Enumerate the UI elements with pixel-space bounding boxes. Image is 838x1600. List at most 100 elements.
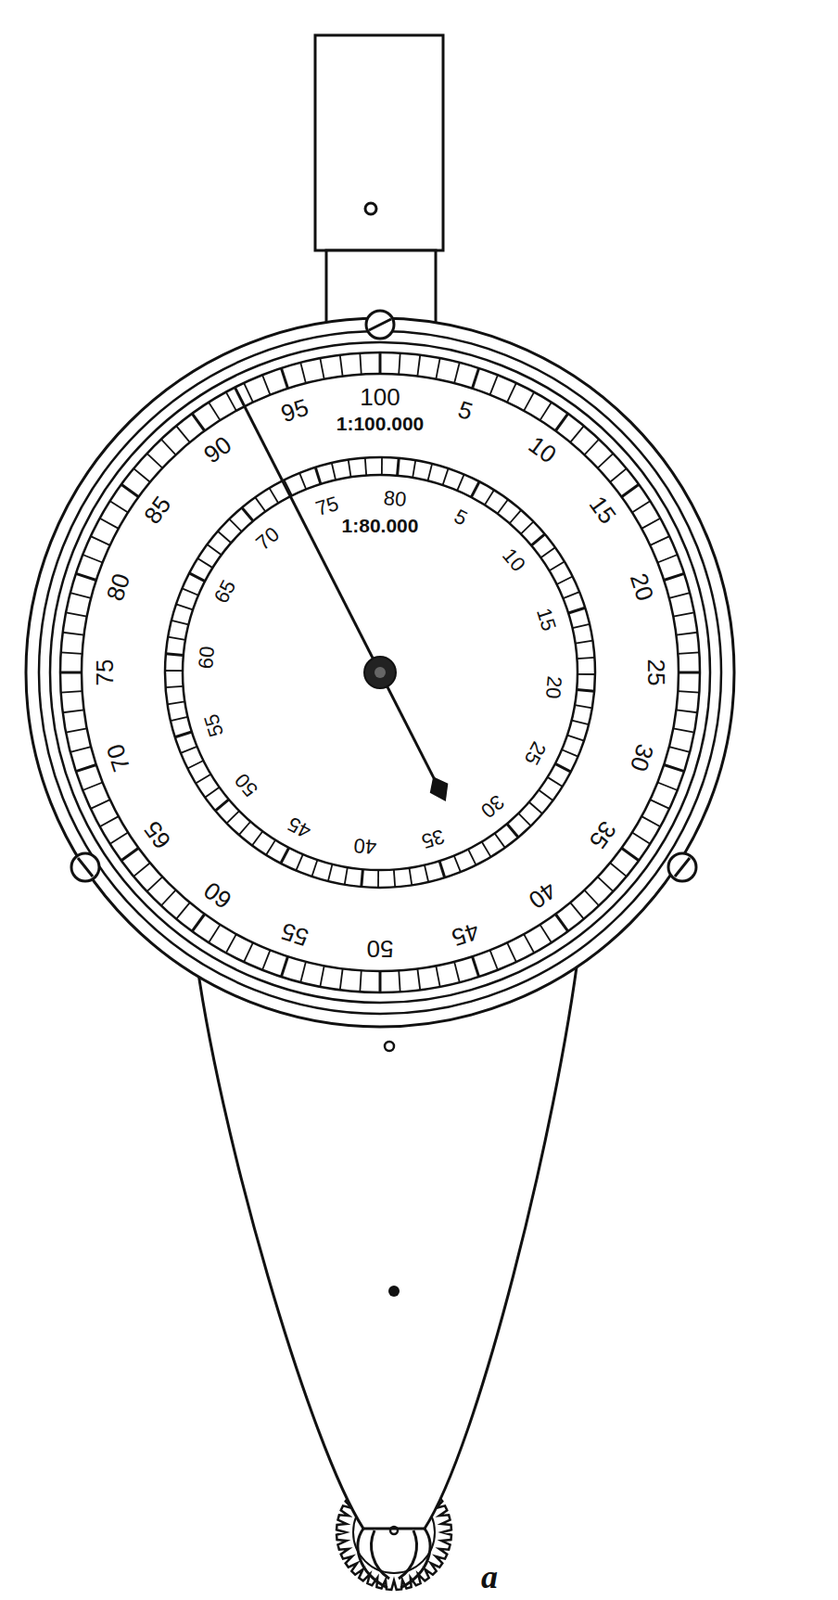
scale-tick	[61, 690, 83, 692]
scale-tick	[228, 519, 242, 533]
handle-body	[194, 945, 580, 1528]
scale-tick	[380, 457, 383, 475]
scale-tick	[439, 860, 445, 877]
scale-tick	[417, 355, 420, 377]
scale-tick	[176, 901, 191, 919]
scale-number: 5	[454, 394, 476, 427]
scale-number: 35	[583, 814, 623, 854]
scale-tick	[217, 531, 231, 543]
hub-cap	[374, 666, 386, 678]
scale-tick	[428, 463, 433, 481]
scale-number: 35	[418, 823, 447, 853]
scale-tick	[531, 533, 546, 546]
scale-tick	[472, 368, 480, 389]
scale-tick	[175, 731, 192, 737]
scale-tick	[470, 481, 480, 497]
scale-number: 100	[359, 382, 400, 412]
scale-tick	[484, 489, 495, 505]
scale-tick	[632, 500, 650, 512]
screw	[71, 852, 100, 881]
scale-number: 10	[522, 430, 562, 470]
scale-ticks	[60, 352, 700, 992]
scale-tick	[319, 964, 324, 987]
scale-tick	[555, 762, 572, 772]
scale-tick	[167, 636, 186, 640]
screw	[668, 852, 697, 881]
scale-tick	[575, 640, 594, 644]
scale-tick	[90, 535, 111, 546]
scale-tick	[176, 425, 191, 443]
scale-ring	[165, 457, 596, 888]
scale-tick	[191, 413, 205, 432]
needle-hub	[364, 656, 396, 688]
scale-number: 20	[623, 570, 660, 605]
scale-tick	[379, 970, 382, 992]
scale-number: 65	[209, 575, 242, 608]
scale-tick	[576, 657, 595, 659]
scale-tick	[435, 964, 440, 987]
scale-tick	[361, 868, 364, 887]
scale-tick	[663, 764, 685, 772]
scale-tick	[197, 558, 213, 568]
scale-tick	[490, 949, 498, 969]
part-letter: a	[481, 1556, 498, 1596]
scale-tick	[181, 587, 198, 595]
scale-tick	[523, 933, 534, 953]
scale-tick	[70, 746, 91, 752]
scale-tick	[208, 924, 220, 942]
scale-tick	[572, 623, 591, 628]
scale-tick	[269, 487, 280, 503]
scale-tick	[408, 867, 412, 886]
hanging-tab	[315, 35, 444, 251]
scale-tick	[226, 933, 237, 953]
scale-number: 15	[583, 491, 623, 531]
scale-tick	[147, 876, 164, 891]
scale-ratio: 1:80.000	[342, 514, 419, 537]
scale-tick	[176, 603, 193, 610]
scale-tick	[571, 720, 589, 725]
scale-tick	[365, 457, 367, 476]
scale-tick	[609, 468, 627, 483]
scale-tick	[252, 830, 263, 845]
needle-line	[234, 387, 436, 782]
scale-tick	[133, 862, 151, 877]
pointer-needle	[234, 387, 448, 801]
scale-tick	[191, 914, 205, 932]
scale-tick	[397, 457, 400, 476]
screw	[366, 310, 394, 339]
scale-tick	[167, 700, 186, 704]
scale-tick	[379, 352, 382, 374]
scale-number: 80	[382, 485, 408, 512]
scale-tick	[340, 967, 343, 990]
scale-tick	[663, 572, 685, 580]
scale-number: 55	[199, 710, 229, 739]
scale-tick	[208, 402, 220, 420]
scale-tick	[540, 924, 552, 942]
scale-tick	[280, 955, 288, 977]
scale-number: 55	[278, 915, 313, 952]
scale-tick	[161, 889, 177, 906]
scale-tick	[457, 473, 464, 490]
scale-tick	[584, 439, 599, 456]
scale-tick	[657, 554, 677, 562]
scale-number: 40	[522, 875, 562, 915]
scale-tick	[622, 483, 640, 497]
scale-tick	[495, 832, 506, 847]
scale-tick	[675, 709, 698, 712]
scale-tick	[540, 546, 555, 558]
scale-number: 90	[199, 430, 239, 470]
scale-tick	[677, 690, 699, 692]
scale-tick	[161, 439, 177, 456]
scale-tick	[677, 651, 699, 653]
scale-number: 75	[313, 491, 343, 521]
scale-number: 75	[90, 659, 120, 686]
scale-tick	[65, 611, 88, 616]
scale-tick	[622, 847, 640, 861]
scale-tick	[76, 764, 97, 772]
scale-tick	[472, 955, 480, 977]
scale-ring	[81, 373, 679, 971]
scale-tick	[538, 789, 553, 800]
scale-number: 25	[641, 659, 671, 686]
scale-tick	[90, 799, 111, 809]
scale-tick	[570, 901, 585, 919]
